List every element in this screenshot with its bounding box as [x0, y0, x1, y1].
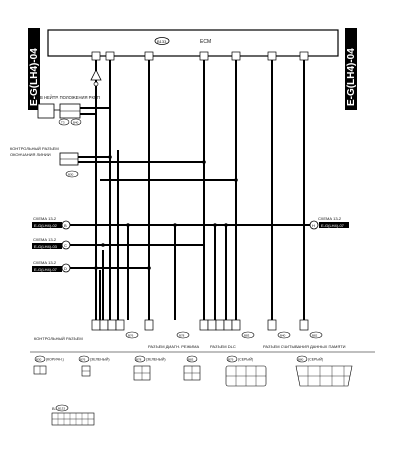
scheme-2-mark: C: [64, 243, 67, 248]
label-check-conn: КОНТРОЛЬНЫЙ РАЗЪЕМ: [34, 336, 83, 341]
bottom-ref-1: B76: [128, 334, 134, 338]
scheme-refs-left: СХЕМА 13-2 E-G(LH4)-02 B СХЕМА 13-2 E-G(…: [32, 216, 71, 273]
bottom-ref-4: B40: [280, 334, 286, 338]
bottom-ref-3: B83: [244, 334, 250, 338]
bottom-ref-5: B82: [312, 334, 318, 338]
end-of-line-label-1: КОНТРОЛЬНЫЙ РАЗЪЕМ: [10, 146, 59, 151]
scheme-4-mark: H: [312, 223, 315, 228]
junction-dots: [94, 155, 238, 270]
end-of-line-connector: КОНТРОЛЬНЫЙ РАЗЪЕМ ОКОНЧАНИЯ ЛИНИИ B30: [10, 146, 79, 178]
ecm-connector-b133: B- B133: [51, 404, 95, 426]
scheme-3-mark-icon: [61, 263, 71, 273]
scheme-1-mark-icon: [61, 220, 71, 230]
label-memory: РАЗЪЕМ СЧИТЫВАНИЯ ДАННЫХ ПАМЯТИ: [263, 344, 346, 349]
scheme-3-mark: D: [64, 266, 67, 271]
scheme-1-code: E-G(LH4)-02: [34, 223, 58, 228]
ecm-label: ECM: [200, 39, 211, 45]
connector-b79-color: (СЕРЫЙ): [238, 358, 253, 362]
scheme-4-mark-icon: [309, 220, 319, 230]
connector-b80-ref: B80: [298, 358, 304, 362]
side-label-right-text: E-G(LH4)-04: [346, 48, 357, 106]
scheme-4-title: СХЕМА 13-2: [318, 216, 342, 221]
scheme-3-title: СХЕМА 13-2: [33, 260, 57, 265]
neutral-pin-b40: B40: [73, 121, 79, 125]
scheme-2-code: E-G(LH4)-03: [34, 244, 58, 249]
bottom-connector-pins: [91, 319, 309, 331]
ecm-ref: B133: [157, 39, 167, 44]
end-of-line-label-2: ОКОНЧАНИЯ ЛИНИИ: [10, 152, 51, 157]
connector-b80-color: (СЕРЫЙ): [308, 358, 323, 362]
connector-b76-ref: B76: [80, 358, 86, 362]
scheme-2-title: СХЕМА 13-2: [33, 237, 57, 242]
connector-b83-ref: B83: [188, 358, 194, 362]
horizontal-wires: [70, 107, 312, 269]
connector-b30-ref: B30: [36, 358, 42, 362]
scheme-1-mark: B: [64, 223, 67, 228]
triangle-symbol: [90, 69, 102, 87]
ecm-pins: [91, 51, 309, 61]
bottom-ref-bubbles: [125, 331, 323, 339]
connector-b76-color: (ЗЕЛЕНЫЙ): [90, 358, 110, 362]
connector-b76: B76 (ЗЕЛЕНЫЙ): [78, 355, 110, 377]
label-dlc: РАЗЪЕМ DLC: [210, 344, 236, 349]
bottom-ref-2: B78: [179, 334, 185, 338]
connector-b80: B80 (СЕРЫЙ): [295, 355, 353, 387]
side-label-left-text: E-G(LH4)-04: [29, 48, 40, 106]
ecm-box: B133 ECM: [47, 29, 339, 61]
label-diag-mode: РАЗЪЕМ ДИАГН. РЕЖИМА: [148, 344, 199, 349]
ecm-connector-ref: B133: [58, 407, 65, 411]
ecm-connector-prefix: B-: [52, 406, 57, 411]
scheme-ref-right: СХЕМА 13-2 H E-G(LH4)-07: [309, 216, 349, 230]
connector-b83: B83: [183, 355, 201, 381]
scheme-1-title: СХЕМА 13-2: [33, 216, 57, 221]
neutral-pin-t3: T3: [61, 121, 65, 125]
side-label-left: E-G(LH4)-04: [28, 28, 40, 110]
connector-b79: B79 (СЕРЫЙ): [225, 355, 267, 387]
scheme-3-code: E-G(LH4)-07: [34, 267, 58, 272]
connector-b78: B78 (ЗЕЛЕНЫЙ): [133, 355, 166, 381]
scheme-2-mark-icon: [61, 240, 71, 250]
connector-b79-ref: B79: [228, 358, 234, 362]
connector-b30: B30 (КОРИЧН.): [33, 355, 64, 375]
connector-b30-color: (КОРИЧН.): [46, 358, 64, 362]
neutral-switch: Д/В НЕЙТР. ПОЛОЖЕНИЯ РКПП T3 B40: [36, 95, 100, 126]
end-of-line-ref: B30: [68, 173, 74, 177]
neutral-switch-label: Д/В НЕЙТР. ПОЛОЖЕНИЯ РКПП: [36, 95, 100, 100]
connector-legend: B30 (КОРИЧН.) B76 (ЗЕЛЕНЫЙ) B78 (ЗЕЛЕНЫЙ…: [33, 355, 353, 387]
connector-b78-color: (ЗЕЛЕНЫЙ): [146, 358, 166, 362]
connector-b78-ref: B78: [136, 358, 142, 362]
side-label-right: E-G(LH4)-04: [345, 28, 357, 110]
scheme-4-code: E-G(LH4)-07: [321, 223, 345, 228]
vertical-wires: [95, 60, 305, 320]
